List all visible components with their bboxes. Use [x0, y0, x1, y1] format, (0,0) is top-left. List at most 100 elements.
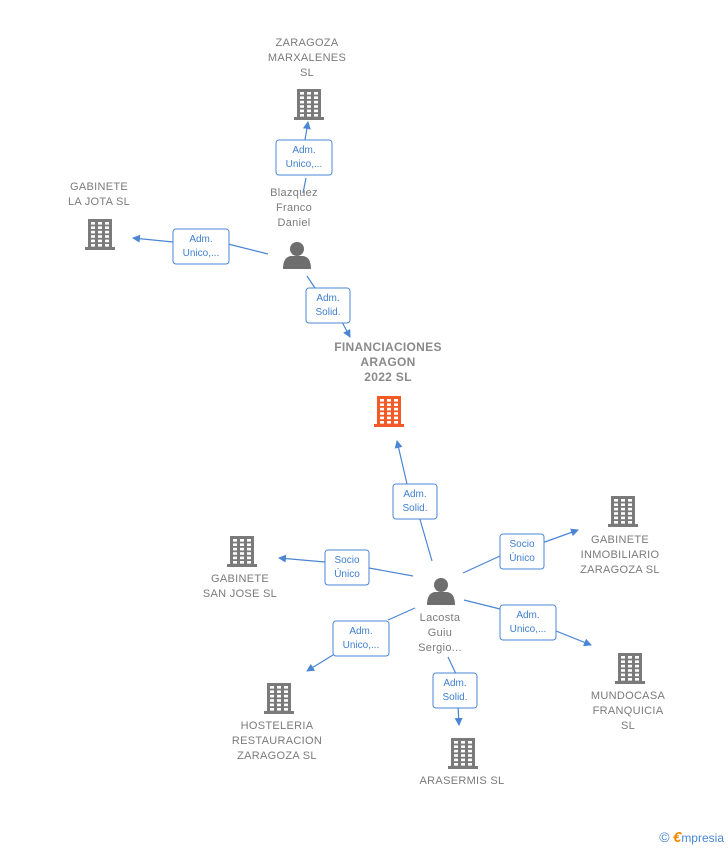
- node-label[interactable]: Franco: [276, 202, 312, 214]
- building-window: [461, 741, 465, 744]
- building-window: [461, 749, 465, 753]
- building-window: [233, 547, 237, 551]
- building-window: [454, 754, 458, 757]
- node-label[interactable]: MUNDOCASA: [591, 690, 666, 702]
- edge-lacosta-arasermis: Adm.Solid.: [432, 656, 478, 725]
- node-label[interactable]: ARASERMIS SL: [420, 775, 505, 787]
- building-window: [277, 686, 281, 689]
- node-label[interactable]: GABINETE: [70, 181, 128, 193]
- node-label[interactable]: MARXALENES: [268, 52, 346, 64]
- node-label[interactable]: GABINETE: [211, 573, 269, 585]
- edge-label-box[interactable]: Adm.Unico,...: [499, 604, 557, 641]
- building-window: [635, 669, 639, 672]
- edge-line: [279, 558, 414, 577]
- building-window: [91, 226, 95, 229]
- building-window: [614, 516, 618, 520]
- building-icon[interactable]: [85, 219, 115, 250]
- node-label[interactable]: Lacosta: [420, 612, 461, 624]
- node-label[interactable]: HOSTELERIA: [241, 720, 314, 732]
- building-window: [394, 416, 398, 420]
- building-window: [240, 561, 244, 564]
- edge-label-text: Socio: [509, 539, 534, 550]
- building-icon[interactable]: [615, 653, 645, 684]
- building-window: [284, 690, 288, 693]
- building-window: [240, 552, 244, 555]
- node-label[interactable]: ARAGON: [360, 355, 415, 369]
- building-icon[interactable]: [374, 396, 404, 427]
- building-window: [247, 539, 251, 542]
- node-label[interactable]: 2022 SL: [364, 370, 411, 384]
- node-label[interactable]: RESTAURACION: [232, 735, 322, 747]
- node-label[interactable]: Sergio...: [418, 642, 462, 654]
- building-window: [387, 407, 391, 411]
- edge-label-box[interactable]: Adm.Solid.: [392, 483, 438, 520]
- node-arasermis[interactable]: ARASERMIS SL: [420, 738, 505, 787]
- node-label[interactable]: SAN JOSE SL: [203, 588, 277, 600]
- node-label[interactable]: Daniel: [278, 217, 311, 229]
- person-icon[interactable]: [283, 242, 311, 269]
- building-base: [227, 564, 257, 567]
- building-window: [105, 230, 109, 234]
- building-icon[interactable]: [448, 738, 478, 769]
- building-window: [621, 507, 625, 511]
- node-label[interactable]: FRANQUICIA: [593, 705, 664, 717]
- building-icon[interactable]: [294, 89, 324, 120]
- building-window: [628, 516, 632, 520]
- node-label[interactable]: Guiu: [428, 627, 452, 639]
- building-icon[interactable]: [227, 536, 257, 567]
- building-icon[interactable]: [608, 496, 638, 527]
- node-label[interactable]: FINANCIACIONES: [334, 340, 442, 354]
- building-window: [300, 105, 304, 108]
- edge-label-text: Adm.: [349, 626, 372, 637]
- node-gabinete_inmob[interactable]: GABINETE INMOBILIARIO ZARAGOZA SL: [580, 496, 660, 576]
- node-gabinete_jota[interactable]: GABINETE LA JOTA SL: [68, 181, 130, 250]
- edge-lacosta-financiaciones: Adm.Solid.: [392, 441, 438, 562]
- edge-label-box[interactable]: Adm.Unico,...: [275, 139, 333, 176]
- edge-label-text: Solid.: [315, 307, 340, 318]
- node-label[interactable]: INMOBILIARIO: [581, 549, 660, 561]
- node-label[interactable]: ZARAGOZA: [276, 37, 339, 49]
- empresia-credit[interactable]: © €mpresia: [659, 829, 724, 846]
- building-window: [284, 686, 288, 689]
- edge-label-frame: [275, 139, 333, 176]
- building-window: [468, 754, 472, 757]
- building-window: [380, 416, 384, 420]
- node-gabinete_sanjose[interactable]: GABINETE SAN JOSE SL: [203, 536, 277, 600]
- node-lacosta[interactable]: LacostaGuiuSergio...: [418, 578, 462, 654]
- building-window: [91, 230, 95, 234]
- node-label[interactable]: LA JOTA SL: [68, 196, 130, 208]
- edge-label-text: Socio: [334, 555, 359, 566]
- nodes-layer: ZARAGOZA MARXALENES SL GABINETE LA JOTA SL Bl…: [68, 37, 666, 787]
- building-window: [240, 547, 244, 551]
- node-label[interactable]: Blazquez: [270, 187, 318, 199]
- person-icon[interactable]: [427, 578, 455, 605]
- node-label[interactable]: ZARAGOZA SL: [237, 750, 317, 762]
- node-label[interactable]: SL: [621, 720, 635, 732]
- building-window: [105, 239, 109, 243]
- building-window: [277, 694, 281, 698]
- node-label[interactable]: GABINETE: [591, 534, 649, 546]
- building-icon[interactable]: [264, 683, 294, 714]
- node-label[interactable]: SL: [300, 67, 314, 79]
- building-window: [621, 503, 625, 506]
- edge-label-box[interactable]: Adm.Solid.: [305, 287, 351, 324]
- node-hosteleria[interactable]: HOSTELERIA RESTAURACION ZARAGOZA SL: [232, 683, 322, 762]
- building-window: [635, 678, 639, 681]
- node-label[interactable]: ZARAGOZA SL: [580, 564, 660, 576]
- edge-label-box[interactable]: Adm.Solid.: [432, 672, 478, 709]
- building-window: [387, 399, 391, 402]
- edge-label-box[interactable]: Adm.Unico,...: [332, 620, 390, 657]
- node-mundocasa[interactable]: MUNDOCASA FRANQUICIA SL: [591, 653, 666, 732]
- building-base: [85, 247, 115, 250]
- building-window: [307, 109, 311, 113]
- edge-label-frame: [499, 533, 545, 570]
- edge-label-box[interactable]: Adm.Unico,...: [172, 228, 230, 265]
- node-zaragoza[interactable]: ZARAGOZA MARXALENES SL: [268, 37, 346, 120]
- building-window: [233, 552, 237, 555]
